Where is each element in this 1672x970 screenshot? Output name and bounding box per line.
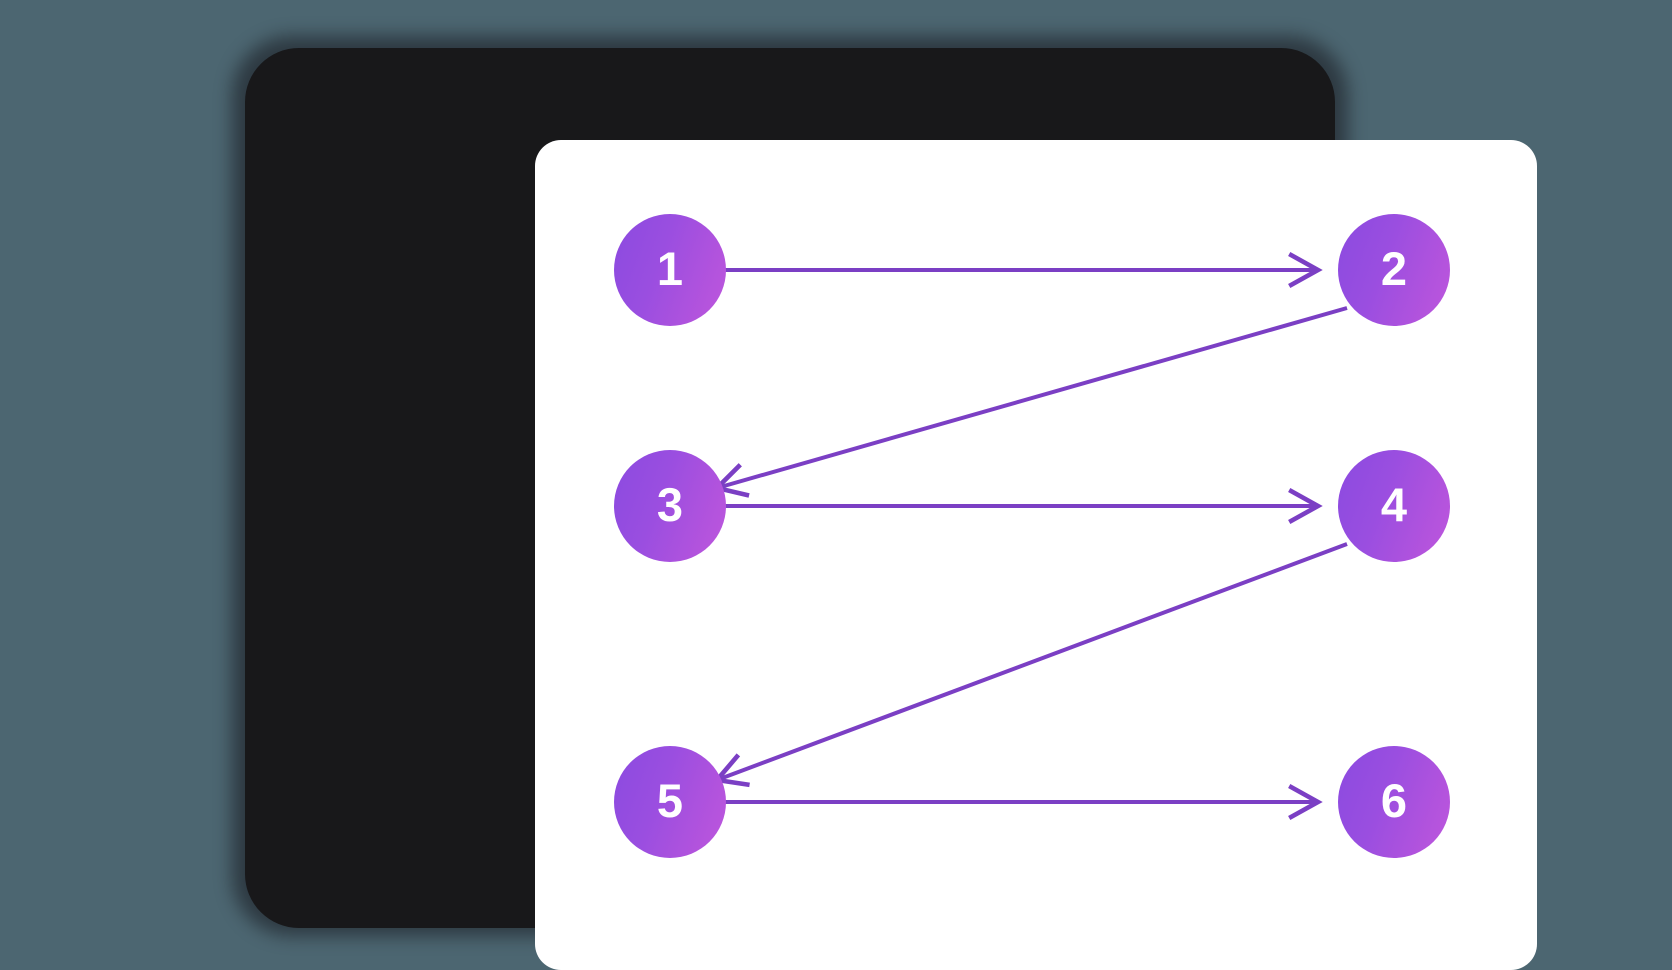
node-4-label: 4 — [1380, 477, 1408, 531]
device-screen: 1 2 3 4 5 6 — [535, 140, 1537, 970]
flow-diagram: 1 2 3 4 5 6 — [535, 140, 1537, 970]
node-1-label: 1 — [656, 241, 684, 295]
node-6-label: 6 — [1380, 773, 1408, 827]
screenshot-stage: 1 2 3 4 5 6 — [232, 36, 1537, 970]
edge-layer — [712, 251, 1348, 821]
node-4[interactable]: 4 — [1338, 450, 1450, 562]
edge-2-to-3 — [712, 306, 1348, 498]
edge-4-to-5 — [712, 542, 1348, 788]
node-2-label: 2 — [1380, 241, 1408, 295]
node-6[interactable]: 6 — [1338, 746, 1450, 858]
device-frame: 1 2 3 4 5 6 — [245, 48, 1537, 970]
node-3-label: 3 — [656, 477, 684, 531]
node-2[interactable]: 2 — [1338, 214, 1450, 326]
node-5[interactable]: 5 — [614, 746, 726, 858]
node-5-label: 5 — [656, 773, 684, 827]
node-1[interactable]: 1 — [614, 214, 726, 326]
node-3[interactable]: 3 — [614, 450, 726, 562]
